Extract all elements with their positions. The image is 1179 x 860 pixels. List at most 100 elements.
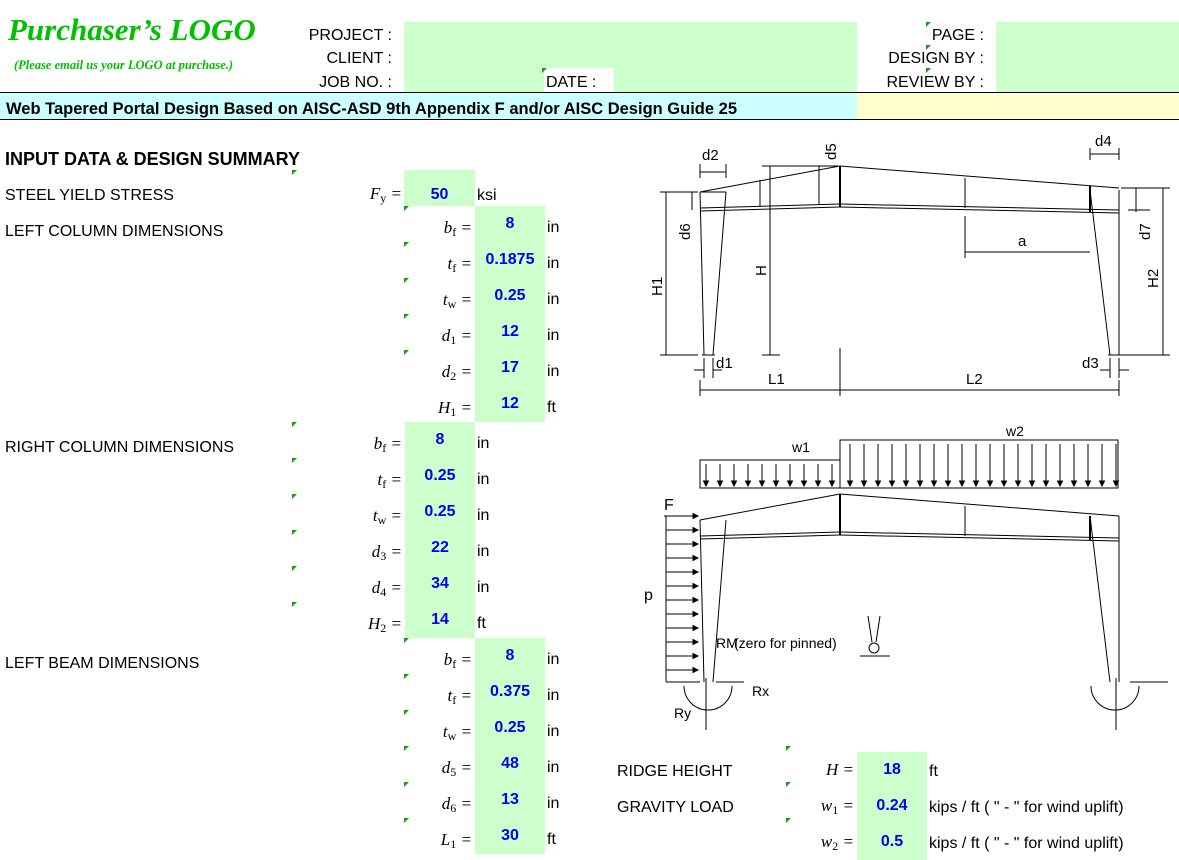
left-beam-value[interactable]: 30 bbox=[475, 818, 545, 854]
comment-marker bbox=[926, 22, 931, 27]
project-field[interactable] bbox=[404, 22, 857, 45]
right-column-unit: in bbox=[477, 579, 490, 596]
comment-marker bbox=[292, 170, 297, 175]
client-field[interactable] bbox=[404, 45, 857, 68]
ry-label: Ry bbox=[674, 705, 691, 721]
l1-label: L1 bbox=[768, 371, 785, 388]
comment-marker bbox=[786, 782, 791, 787]
fy-symbol: Fy = bbox=[369, 184, 402, 205]
comment-marker bbox=[926, 45, 931, 50]
ridge-height-label: RIDGE HEIGHT bbox=[617, 763, 733, 780]
left-column-symbol: bf = bbox=[443, 218, 472, 239]
right-column-symbol: d4 = bbox=[371, 578, 402, 599]
comment-marker bbox=[926, 68, 931, 73]
comment-marker bbox=[786, 818, 791, 823]
left-beam-symbol: d6 = bbox=[441, 794, 472, 815]
date-field[interactable] bbox=[614, 68, 857, 92]
load-arrowhead bbox=[1098, 480, 1106, 488]
wind-arrowhead bbox=[692, 666, 700, 674]
load-arrowhead bbox=[972, 480, 980, 488]
load-arrowhead bbox=[814, 480, 822, 488]
left-beam-value[interactable]: 13 bbox=[475, 782, 545, 818]
page-field[interactable] bbox=[996, 22, 1179, 92]
right-column-value[interactable]: 14 bbox=[405, 602, 475, 638]
left-beam-value[interactable]: 0.25 bbox=[475, 710, 545, 746]
w1-symbol: w1 = bbox=[820, 796, 854, 817]
wind-arrowhead bbox=[692, 554, 700, 562]
left-beam-value[interactable]: 48 bbox=[475, 746, 545, 782]
steel-yield-label: STEEL YIELD STRESS bbox=[5, 187, 174, 204]
left-beam-value[interactable]: 0.375 bbox=[475, 674, 545, 710]
left-column-unit: in bbox=[547, 219, 560, 236]
frame-loads-diagram: w1 w2 F p RM (zero for pinned) Rx Ry bbox=[644, 423, 1168, 730]
left-column-value[interactable]: 12 bbox=[475, 386, 545, 422]
right-column-unit: ft bbox=[477, 615, 486, 632]
page-label: PAGE : bbox=[931, 27, 984, 44]
wind-arrowhead bbox=[692, 624, 700, 632]
wind-arrowhead bbox=[692, 540, 700, 548]
w2-value[interactable]: 0.5 bbox=[857, 824, 927, 860]
left-column-value[interactable]: 17 bbox=[475, 350, 545, 386]
left-column-value[interactable]: 8 bbox=[475, 206, 545, 242]
a-label: a bbox=[1018, 233, 1027, 250]
wind-arrowhead bbox=[692, 638, 700, 646]
purchaser-logo: Purchaser’s LOGO bbox=[8, 12, 256, 47]
job-no-label: JOB NO. : bbox=[319, 74, 392, 91]
left-column-unit: ft bbox=[547, 399, 556, 416]
w1-diagram-label: w1 bbox=[791, 439, 810, 455]
left-column-value[interactable]: 12 bbox=[475, 314, 545, 350]
w2-symbol: w2 = bbox=[820, 832, 854, 853]
comment-marker bbox=[292, 566, 297, 571]
left-beam-unit: ft bbox=[547, 831, 556, 848]
left-beam-value[interactable]: 8 bbox=[475, 638, 545, 674]
right-column-symbol: bf = bbox=[373, 434, 402, 455]
load-arrowhead bbox=[958, 480, 966, 488]
title-banner bbox=[0, 92, 857, 120]
right-column-unit: in bbox=[477, 435, 490, 452]
load-arrowhead bbox=[874, 480, 882, 488]
right-column-unit: in bbox=[477, 543, 490, 560]
d1-label: d1 bbox=[716, 355, 733, 372]
right-column-value[interactable]: 0.25 bbox=[405, 494, 475, 530]
load-arrowhead bbox=[1084, 480, 1092, 488]
wind-arrowhead bbox=[692, 582, 700, 590]
d2-label: d2 bbox=[702, 147, 719, 164]
w2-unit: kips / ft ( " - " for wind uplift) bbox=[929, 835, 1124, 852]
right-column-value[interactable]: 0.25 bbox=[405, 458, 475, 494]
right-column-value[interactable]: 34 bbox=[405, 566, 475, 602]
h1-label: H1 bbox=[649, 277, 666, 296]
left-beam-symbol: d5 = bbox=[441, 758, 472, 779]
load-arrowhead bbox=[758, 480, 766, 488]
fy-value[interactable]: 50 bbox=[404, 170, 475, 206]
review-by-label: REVIEW BY : bbox=[886, 74, 984, 91]
load-arrowhead bbox=[944, 480, 952, 488]
comment-marker bbox=[404, 818, 409, 823]
comment-marker bbox=[404, 782, 409, 787]
gravity-load-label: GRAVITY LOAD bbox=[617, 799, 734, 816]
comment-marker bbox=[404, 278, 409, 283]
right-column-symbol: d3 = bbox=[371, 542, 402, 563]
left-beam-symbol: tf = bbox=[447, 686, 472, 707]
w1-value[interactable]: 0.24 bbox=[857, 788, 927, 824]
title-banner-right bbox=[857, 92, 1179, 120]
ridge-value[interactable]: 18 bbox=[857, 752, 927, 788]
left-beam-symbol: bf = bbox=[443, 650, 472, 671]
left-column-unit: in bbox=[547, 291, 560, 308]
right-column-value[interactable]: 22 bbox=[405, 530, 475, 566]
left-beam-unit: in bbox=[547, 723, 560, 740]
h2-label: H2 bbox=[1145, 269, 1162, 288]
fy-unit: ksi bbox=[477, 187, 497, 204]
left-column-unit: in bbox=[547, 363, 560, 380]
left-column-value[interactable]: 0.25 bbox=[475, 278, 545, 314]
left-column-value[interactable]: 0.1875 bbox=[475, 242, 545, 278]
f-label: F bbox=[664, 497, 674, 514]
client-label: CLIENT : bbox=[326, 50, 393, 67]
comment-marker bbox=[404, 314, 409, 319]
right-column-value[interactable]: 8 bbox=[405, 422, 475, 458]
load-arrowhead bbox=[772, 480, 780, 488]
job-no-field[interactable] bbox=[404, 68, 544, 92]
left-beam-unit: in bbox=[547, 795, 560, 812]
comment-marker bbox=[786, 746, 791, 751]
d4-label: d4 bbox=[1095, 133, 1112, 150]
project-label: PROJECT : bbox=[308, 27, 392, 44]
